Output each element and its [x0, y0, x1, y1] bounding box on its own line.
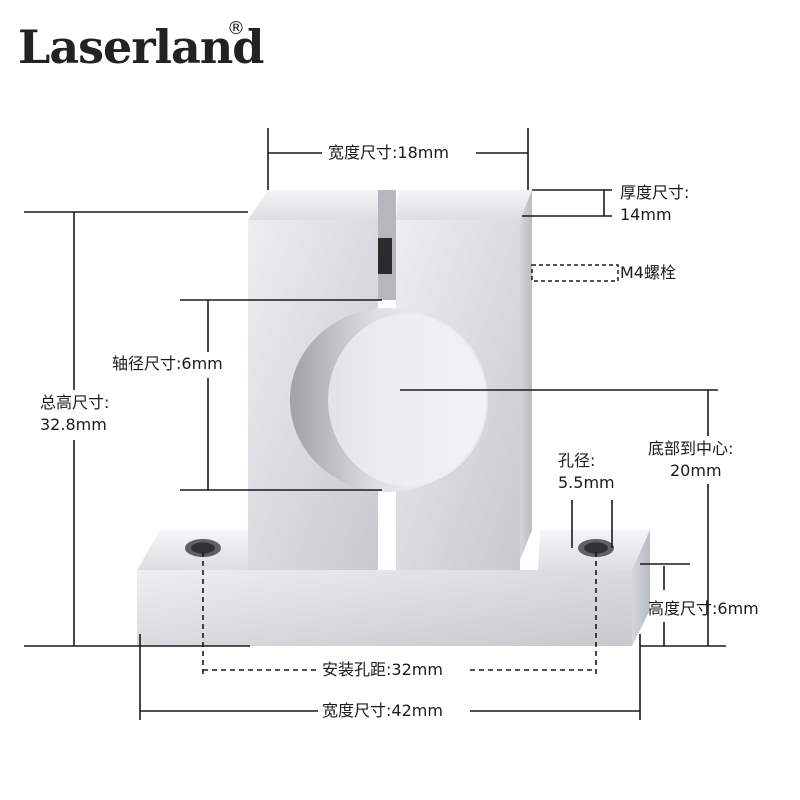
- label-base-width: 宽度尺寸:42mm: [322, 701, 443, 720]
- label-total-height-value: 32.8mm: [40, 415, 107, 434]
- bolt-marker: [531, 264, 619, 282]
- brand-logo: Laserland: [18, 20, 264, 74]
- label-thickness-value: 14mm: [620, 205, 672, 224]
- label-hole-title: 孔径:: [558, 451, 596, 470]
- mount-hole-left-inner: [191, 542, 215, 554]
- label-center-value: 20mm: [670, 461, 722, 480]
- registered-mark: ®: [227, 18, 245, 39]
- dimension-lines: [24, 128, 726, 720]
- label-base-height: 高度尺寸:6mm: [648, 599, 759, 618]
- slot-screw-hole: [378, 238, 392, 274]
- label-thickness-title: 厚度尺寸:: [620, 183, 690, 202]
- base-front: [137, 570, 632, 646]
- base-right-side: [632, 530, 650, 646]
- label-hole-value: 5.5mm: [558, 473, 615, 492]
- upright-top-left: [248, 190, 380, 220]
- mount-hole-right-inner: [584, 542, 608, 554]
- label-center-title: 底部到中心:: [648, 439, 734, 458]
- label-hole-spacing: 安装孔距:32mm: [322, 660, 443, 679]
- label-shaft-diameter: 轴径尺寸:6mm: [112, 354, 223, 373]
- shaft-bore-inner: [328, 314, 488, 486]
- upright-side: [520, 190, 532, 560]
- label-bolt: M4螺栓: [620, 263, 676, 282]
- upright-top-right: [396, 190, 532, 220]
- label-top-width: 宽度尺寸:18mm: [328, 143, 449, 162]
- label-total-height-title: 总高尺寸:: [40, 393, 110, 412]
